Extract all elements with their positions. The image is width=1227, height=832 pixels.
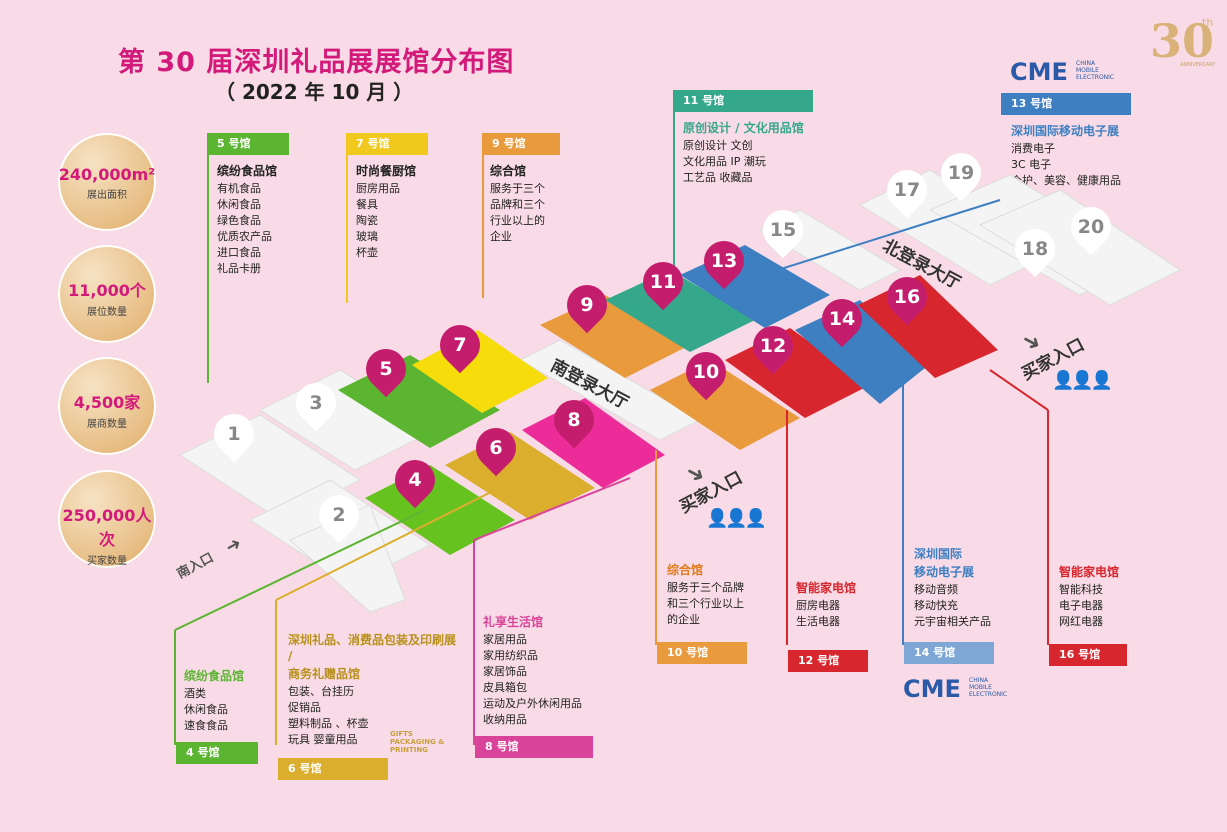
people-icon: 👤👤👤 — [1052, 370, 1113, 391]
gifts-logo: GIFTS PACKAGING & PRINTING — [390, 730, 445, 754]
hall-6-card: 深圳礼品、消费品包装及印刷展 / 商务礼赠品馆 包装、台挂历促销品塑料制品 、杯… — [278, 632, 463, 780]
hall-8-card: 礼享生活馆 家居用品家用纺织品家居饰品 皮具箱包运动及户外休闲用品收纳用品 8 … — [475, 614, 593, 758]
hall-9-card: 9 号馆 综合馆 服务于三个品牌和三个行业以上的企业 — [482, 133, 560, 245]
page-title: 第 30 届深圳礼品展展馆分布图 — [118, 47, 515, 78]
stat-booths: 11,000个展位数量 — [58, 245, 156, 343]
hall-14-card: 深圳国际 移动电子展 移动音频移动快充元宇宙相关产品 14 号馆 — [904, 546, 994, 664]
anniversary-logo: 30 th ANNIVERSARY — [1150, 14, 1216, 68]
stat-exhibitors: 4,500家展商数量 — [58, 357, 156, 455]
hall-12-card: 智能家电馆 厨房电器生活电器 12 号馆 — [788, 580, 868, 672]
hall-4-card: 缤纷食品馆 酒类休闲食品速食食品 4 号馆 — [176, 668, 258, 764]
hall-11-card: 11 号馆 原创设计 / 文化用品馆 原创设计 文创文化用品 IP 潮玩工艺品 … — [673, 90, 813, 186]
hall-10-card: 综合馆 服务于三个品牌和三个行业以上的企业 10 号馆 — [657, 562, 747, 664]
people-icon: 👤👤👤 — [706, 508, 767, 529]
hall-7-card: 7 号馆 时尚餐厨馆 厨房用品餐具陶瓷 玻璃杯壶 — [346, 133, 428, 261]
hall-5-card: 5 号馆 缤纷食品馆 有机食品休闲食品绿色食品 优质农产品进口食品礼品卡册 — [207, 133, 289, 277]
stat-buyers: 250,000人次买家数量 — [58, 470, 156, 568]
page-subtitle: （ 2022 年 10 月 ） — [215, 80, 414, 104]
hall-16-card: 智能家电馆 智能科技电子电器网红电器 16 号馆 — [1049, 564, 1127, 666]
